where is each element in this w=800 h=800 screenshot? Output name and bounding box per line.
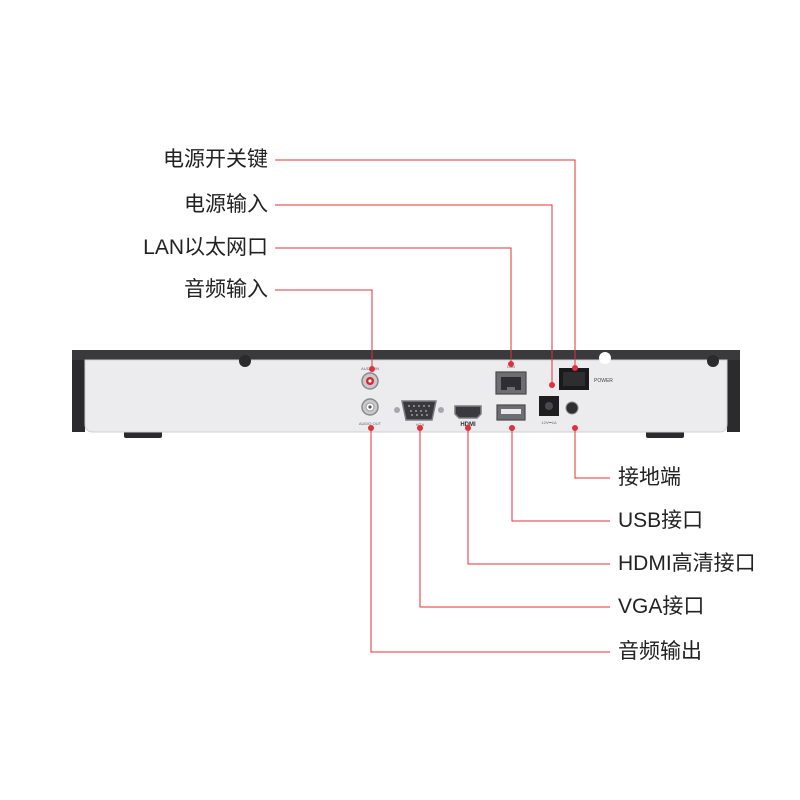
dc-power-jack <box>539 396 559 416</box>
ground-screw <box>565 401 579 415</box>
hdmi-print: HDMI <box>460 422 476 428</box>
label-audio-output: 音频输出 <box>618 640 702 663</box>
leader-dots <box>368 361 578 431</box>
usb-connector <box>496 404 526 421</box>
label-power-switch: 电源开关键 <box>163 148 268 171</box>
label-usb-port: USB接口 <box>618 509 704 532</box>
hdmi-connector <box>454 405 482 419</box>
audio-out-jack <box>361 398 379 416</box>
vga-connector <box>394 400 444 421</box>
label-hdmi-port: HDMI高清接口 <box>618 552 756 575</box>
leader-power-switch <box>275 159 576 368</box>
leader-hdmi <box>467 428 610 565</box>
leader-vga <box>419 428 610 608</box>
leader-ground <box>574 428 610 479</box>
vga-print: VGA <box>416 422 425 427</box>
lan-connector <box>495 371 527 395</box>
leader-usb <box>511 428 610 522</box>
power-rocker-switch <box>559 368 589 390</box>
label-lan-port: LAN以太网口 <box>143 236 268 259</box>
leader-power-input <box>275 204 553 385</box>
leader-lines <box>275 159 610 653</box>
nvr-rear-panel: AUDIO IN AUDIO OUT VGA HDMI LAN 12V⎓1A P… <box>72 350 740 438</box>
leader-lan <box>275 247 512 364</box>
label-audio-input: 音频输入 <box>184 278 268 301</box>
leader-audio-out <box>370 428 610 653</box>
power-print: POWER <box>594 378 613 384</box>
label-vga-port: VGA接口 <box>618 595 705 618</box>
leader-audio-in <box>275 289 373 369</box>
label-power-input: 电源输入 <box>184 193 268 216</box>
audio-in-jack <box>361 372 379 390</box>
dc-print: 12V⎓1A <box>541 420 557 425</box>
audio-out-print: AUDIO OUT <box>359 421 382 426</box>
label-ground-terminal: 接地端 <box>618 466 681 489</box>
